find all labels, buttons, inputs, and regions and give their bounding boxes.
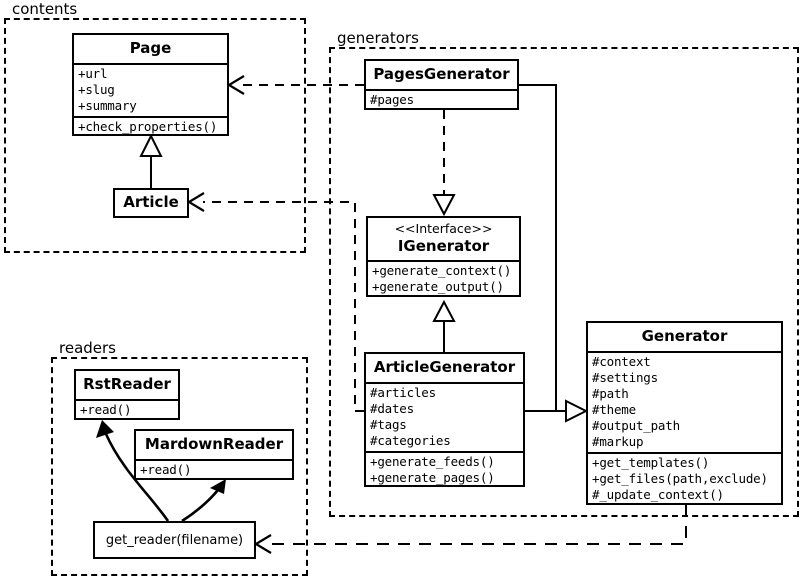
attribute-row: #dates	[370, 401, 414, 416]
class-pages-generator-name: PagesGenerator	[373, 65, 510, 83]
attribute-row: #settings	[592, 370, 658, 385]
attribute-row: +summary	[78, 98, 137, 113]
operation-row: +get_files(path,exclude)	[592, 471, 768, 486]
operation-row: +generate_feeds()	[370, 454, 495, 469]
class-mardown-reader-name: MardownReader	[144, 435, 284, 453]
class-generator-operations: +get_templates() +get_files(path,exclude…	[588, 452, 781, 505]
class-generator[interactable]: Generator #context #settings #path #them…	[586, 321, 783, 505]
function-get-reader[interactable]: get_reader(filename)	[93, 521, 256, 559]
attribute-row: +url	[78, 66, 108, 81]
operation-row: +read()	[80, 402, 132, 417]
class-generator-name: Generator	[641, 327, 728, 345]
class-igenerator[interactable]: <<Interface>> IGenerator +generate_conte…	[366, 216, 521, 297]
attribute-row: #markup	[592, 434, 644, 449]
class-igenerator-title: IGenerator	[397, 237, 490, 255]
package-contents: contents	[4, 1, 306, 253]
class-article-generator-name: ArticleGenerator	[373, 358, 516, 376]
operation-row: +generate_output()	[372, 279, 504, 294]
attribute-row: #categories	[370, 433, 451, 448]
package-generators-label: generators	[335, 30, 422, 47]
class-igenerator-name: <<Interface>> IGenerator	[368, 218, 519, 260]
class-mardown-reader[interactable]: MardownReader +read()	[134, 429, 294, 480]
operation-row: +read()	[140, 462, 192, 477]
package-generators-frame	[329, 47, 799, 517]
attribute-row: #tags	[370, 417, 407, 432]
class-generator-attributes: #context #settings #path #theme #output_…	[588, 351, 781, 452]
attribute-row: #context	[592, 354, 651, 369]
class-pages-generator[interactable]: PagesGenerator #pages	[364, 59, 519, 110]
package-contents-label: contents	[10, 1, 81, 18]
package-readers-frame	[51, 357, 308, 576]
package-readers-label: readers	[57, 340, 119, 357]
class-rst-reader-name: RstReader	[83, 375, 171, 393]
class-rst-reader[interactable]: RstReader +read()	[74, 369, 180, 420]
class-article-generator-attributes: #articles #dates #tags #categories	[366, 382, 523, 451]
class-igenerator-stereotype: <<Interface>>	[394, 221, 493, 236]
attribute-row: #output_path	[592, 418, 680, 433]
class-article-name: Article	[123, 193, 179, 211]
operation-row: +check_properties()	[78, 119, 218, 134]
attribute-row: #path	[592, 386, 629, 401]
class-page-operations: +check_properties()	[74, 116, 227, 137]
class-article-generator[interactable]: ArticleGenerator #articles #dates #tags …	[364, 352, 525, 487]
package-readers: readers	[51, 340, 308, 576]
package-contents-frame	[4, 18, 306, 253]
class-rst-reader-operations: +read()	[76, 399, 178, 420]
class-article[interactable]: Article	[113, 188, 189, 218]
class-pages-generator-attributes: #pages	[366, 89, 517, 110]
attribute-row: #pages	[370, 92, 414, 107]
function-get-reader-label: get_reader(filename)	[105, 532, 244, 548]
operation-row: +generate_pages()	[370, 470, 495, 485]
attribute-row: #articles	[370, 385, 436, 400]
class-page-attributes: +url +slug +summary	[74, 63, 227, 116]
attribute-row: +slug	[78, 82, 115, 97]
operation-row: +get_templates()	[592, 455, 710, 470]
class-page[interactable]: Page +url +slug +summary +check_properti…	[72, 33, 229, 136]
class-igenerator-operations: +generate_context() +generate_output()	[368, 260, 519, 297]
class-mardown-reader-operations: +read()	[136, 459, 292, 480]
class-article-generator-operations: +generate_feeds() +generate_pages()	[366, 451, 523, 488]
class-page-name: Page	[129, 39, 172, 57]
package-generators: generators	[329, 30, 799, 517]
operation-row: +generate_context()	[372, 263, 512, 278]
operation-row: #_update_context()	[592, 487, 724, 502]
attribute-row: #theme	[592, 402, 636, 417]
